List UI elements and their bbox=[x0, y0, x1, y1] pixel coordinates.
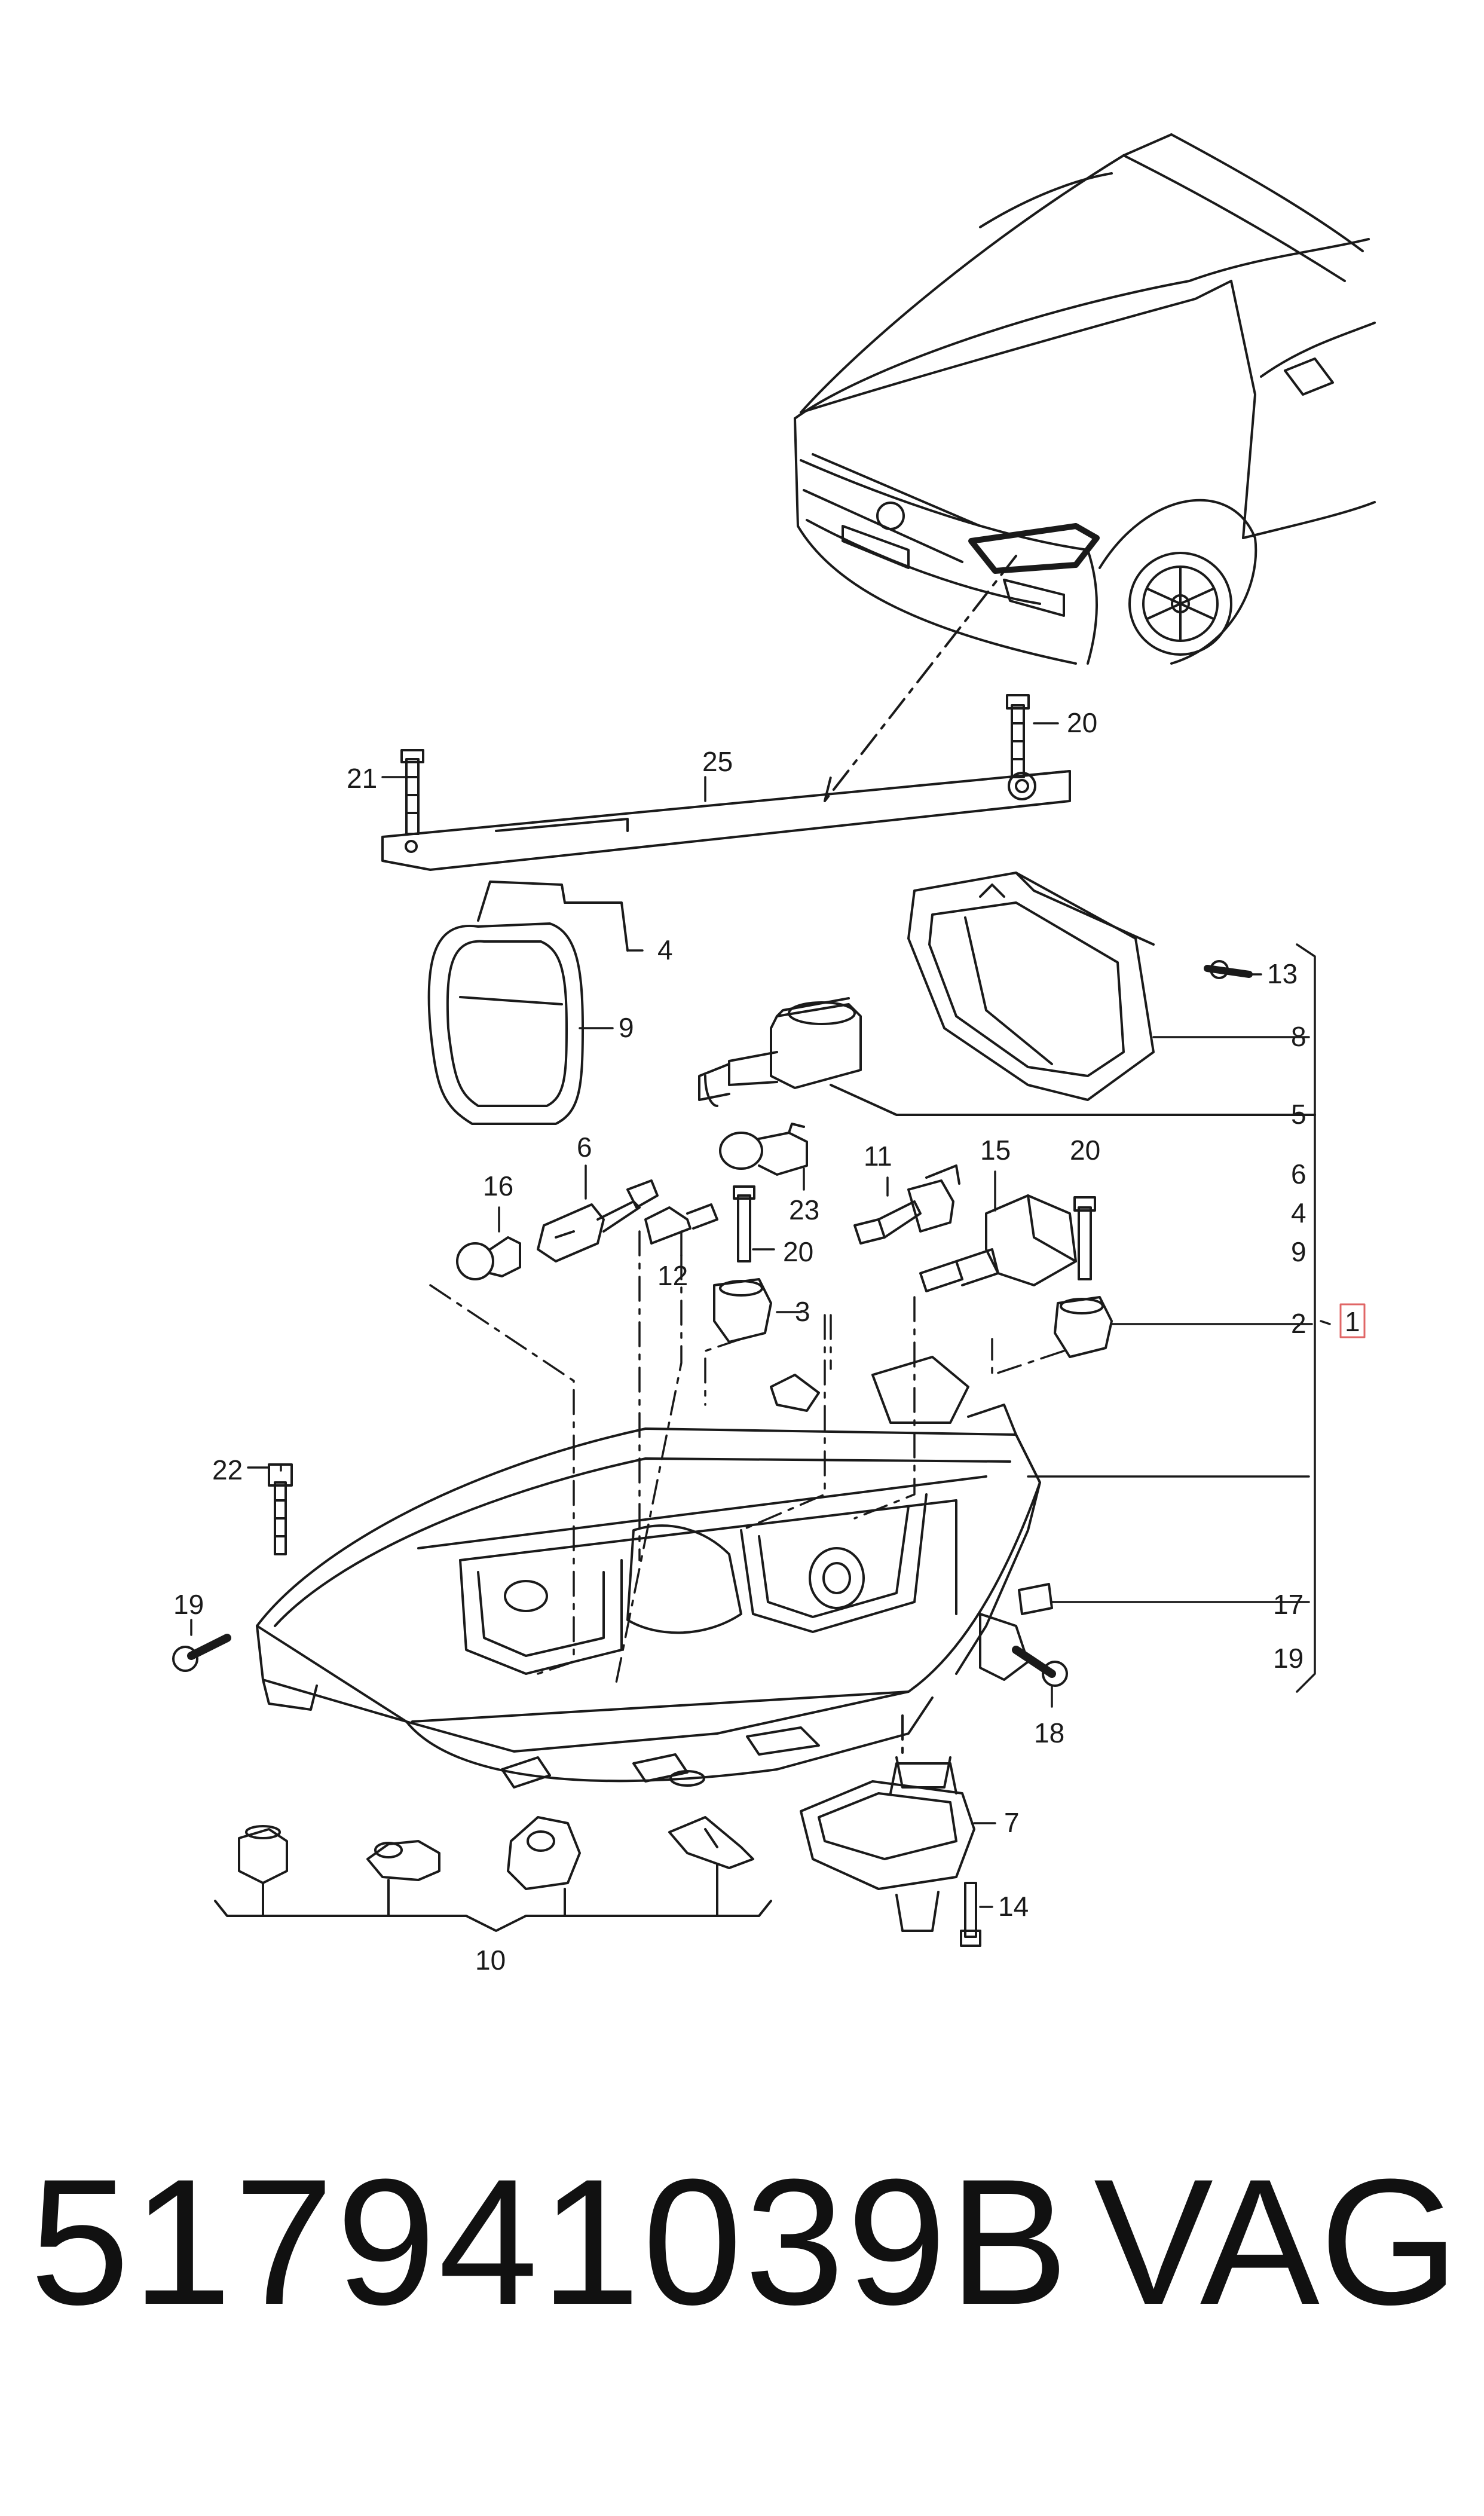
callout-22: 22 bbox=[212, 1454, 243, 1485]
callout-1: 1 bbox=[1345, 1306, 1360, 1337]
leader-car-to-headlight bbox=[824, 555, 1017, 802]
callout-14: 14 bbox=[998, 1891, 1029, 1922]
callout-20-top: 20 bbox=[1067, 707, 1097, 738]
callout-6-list: 6 bbox=[1291, 1158, 1306, 1190]
bulb-part-11 bbox=[853, 1164, 960, 1245]
bulb-part-16 bbox=[456, 1236, 521, 1280]
screw-part-22 bbox=[268, 1463, 293, 1555]
callout-8: 8 bbox=[1291, 1021, 1306, 1052]
mounting-strip-part-25 bbox=[381, 770, 1071, 871]
callout-19-list: 19 bbox=[1273, 1643, 1304, 1674]
headlight-cover-part-8 bbox=[907, 872, 1155, 1101]
callout-19-left: 19 bbox=[173, 1589, 204, 1620]
callout-9-list: 9 bbox=[1291, 1236, 1306, 1267]
callout-1-highlight-box bbox=[1339, 1303, 1366, 1338]
adjuster-part-3 bbox=[713, 1278, 772, 1343]
callout-20-right: 20 bbox=[1070, 1135, 1100, 1166]
leader-part-5 bbox=[830, 1084, 1316, 1116]
callout-4-top: 4 bbox=[657, 934, 673, 965]
callout-4-list: 4 bbox=[1291, 1197, 1306, 1228]
callout-10: 10 bbox=[475, 1945, 506, 1976]
callout-2: 2 bbox=[1291, 1308, 1306, 1339]
screw-part-20-mid bbox=[733, 1185, 755, 1262]
callout-9-top: 9 bbox=[619, 1012, 634, 1043]
screw-part-13 bbox=[1204, 960, 1253, 979]
callout-6-top: 6 bbox=[577, 1132, 592, 1163]
screw-part-20-top bbox=[1006, 694, 1030, 778]
bulb-part-12 bbox=[644, 1203, 718, 1245]
bulb-socket-part-5 bbox=[698, 997, 862, 1107]
headlight-assembly bbox=[256, 1356, 1041, 1789]
screw-part-20-right bbox=[1073, 1196, 1096, 1280]
cover-seal-part-9 bbox=[427, 922, 584, 1125]
adjuster-part-2 bbox=[1054, 1296, 1113, 1358]
part-number: 517941039B bbox=[30, 2141, 1071, 2342]
callout-21: 21 bbox=[347, 763, 377, 794]
screw-part-21 bbox=[400, 749, 424, 835]
callout-13: 13 bbox=[1267, 958, 1298, 989]
callout-20-mid: 20 bbox=[783, 1236, 813, 1267]
callout-labels: 1 2 3 4 4 5 6 6 7 8 9 9 10 11 12 13 14 1… bbox=[173, 707, 1360, 1976]
bulb-holder-part-6 bbox=[537, 1179, 659, 1262]
retaining-clip-part-4 bbox=[477, 881, 629, 952]
screw-part-19 bbox=[172, 1634, 231, 1672]
xenon-bulb-part-15 bbox=[919, 1194, 1077, 1292]
leader-lines bbox=[190, 722, 1331, 1908]
callout-23: 23 bbox=[789, 1194, 819, 1225]
callout-3: 3 bbox=[795, 1296, 810, 1327]
callout-12: 12 bbox=[657, 1260, 688, 1291]
control-unit-part-7 bbox=[800, 1714, 975, 1932]
callout-18: 18 bbox=[1034, 1717, 1064, 1748]
callout-17: 17 bbox=[1273, 1589, 1304, 1620]
callout-25: 25 bbox=[702, 746, 733, 777]
callout-15: 15 bbox=[980, 1135, 1011, 1166]
callout-5: 5 bbox=[1291, 1099, 1306, 1130]
callout-16: 16 bbox=[483, 1170, 513, 1202]
screw-part-18 bbox=[1012, 1646, 1068, 1687]
callout-7: 7 bbox=[1004, 1807, 1020, 1838]
clip-part-17 bbox=[1018, 1583, 1053, 1615]
adjuster-set-part-10 bbox=[214, 1816, 772, 1932]
bulb-part-23 bbox=[719, 1123, 808, 1176]
brand-name: VAG bbox=[1094, 2141, 1459, 2342]
screw-part-14 bbox=[960, 1882, 981, 1947]
car-front-illustration bbox=[794, 133, 1376, 665]
callout-11: 11 bbox=[864, 1141, 892, 1172]
